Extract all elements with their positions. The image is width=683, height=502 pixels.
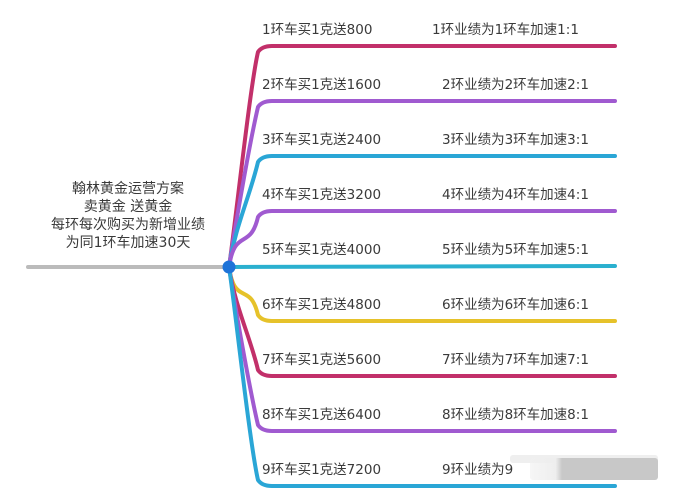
branch-6-reward: 6环车买1克送4800 [262, 297, 382, 313]
branch-2-reward: 2环车买1克送1600 [262, 77, 382, 93]
watermark-redaction [530, 458, 658, 480]
branch-3-reward: 3环车买1克送2400 [262, 132, 382, 148]
branch-6-speedup: 6环业绩为6环车加速6:1 [442, 297, 589, 313]
branch-line-5 [227, 264, 617, 269]
root-topic: 翰林黄金运营方案 卖黄金 送黄金 每环每次购买为新增业绩 为同1环车加速30天 [30, 180, 226, 252]
branch-2-speedup: 2环业绩为2环车加速2:1 [442, 77, 589, 93]
root-description-line-1: 每环每次购买为新增业绩 [51, 217, 205, 233]
branch-8-speedup: 8环业绩为8环车加速8:1 [442, 407, 589, 423]
branch-lines [227, 44, 617, 488]
branch-3-speedup: 3环业绩为3环车加速3:1 [442, 132, 589, 148]
branch-7-speedup: 7环业绩为7环车加速7:1 [442, 352, 589, 368]
root-description-line-2: 为同1环车加速30天 [65, 235, 191, 251]
branch-line-6 [227, 265, 617, 323]
branch-9-reward: 9环车买1克送7200 [262, 462, 382, 478]
branch-5-speedup: 5环业绩为5环车加速5:1 [442, 242, 589, 258]
branch-1-reward: 1环车买1克送800 [262, 22, 373, 38]
branch-4-speedup: 4环业绩为4环车加速4:1 [442, 187, 589, 203]
branch-9-speedup: 9环业绩为9 [442, 462, 514, 478]
branch-line-2 [227, 99, 617, 269]
root-subtitle: 卖黄金 送黄金 [83, 199, 173, 215]
branch-line-3 [227, 154, 617, 269]
branch-line-4 [227, 209, 617, 269]
branch-7-reward: 7环车买1克送5600 [262, 352, 382, 368]
root-title: 翰林黄金运营方案 [72, 181, 184, 197]
branch-1-speedup: 1环业绩为1环车加速1:1 [432, 22, 579, 38]
branch-8-reward: 8环车买1克送6400 [262, 407, 382, 423]
branch-4-reward: 4环车买1克送3200 [262, 187, 382, 203]
branch-5-reward: 5环车买1克送4000 [262, 242, 382, 258]
hub-node [222, 260, 236, 274]
branch-line-9 [227, 265, 617, 488]
